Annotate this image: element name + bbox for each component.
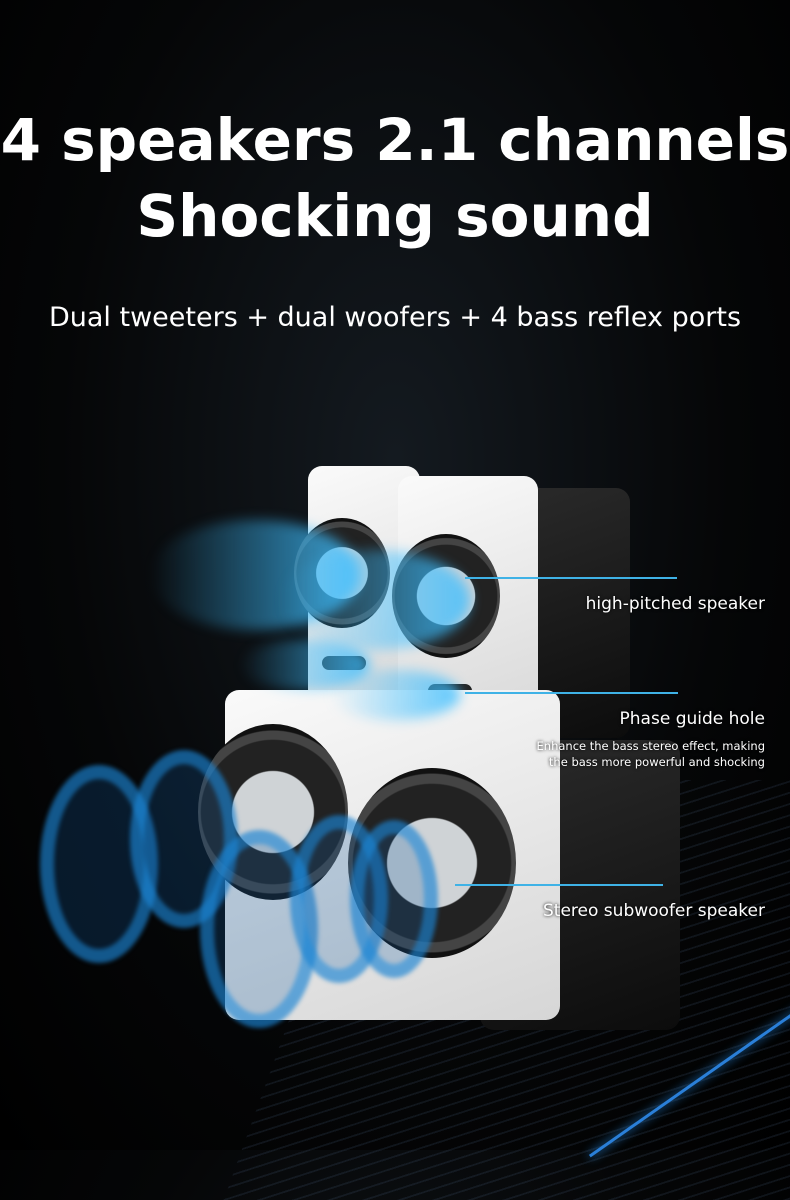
woofer-label: Stereo subwoofer speaker bbox=[543, 901, 765, 921]
headline-line-2: Shocking sound bbox=[136, 182, 654, 250]
port-label: Phase guide hole bbox=[619, 709, 765, 729]
woofer-callout-line bbox=[455, 884, 663, 886]
tweeter-callout-line bbox=[465, 577, 677, 579]
sound-wave bbox=[350, 820, 438, 978]
subtitle: Dual tweeters + dual woofers + 4 bass re… bbox=[48, 302, 742, 333]
port-callout-line bbox=[465, 692, 678, 694]
headline-line-1: 4 speakers 2.1 channels bbox=[0, 106, 790, 174]
port-description-1: Enhance the bass stereo effect, making bbox=[536, 739, 765, 753]
port-description-2: the bass more powerful and shocking bbox=[548, 755, 765, 769]
tweeter-sound-beam bbox=[280, 550, 470, 650]
port-sound-beam bbox=[330, 670, 460, 720]
tweeter-label: high-pitched speaker bbox=[585, 594, 765, 614]
